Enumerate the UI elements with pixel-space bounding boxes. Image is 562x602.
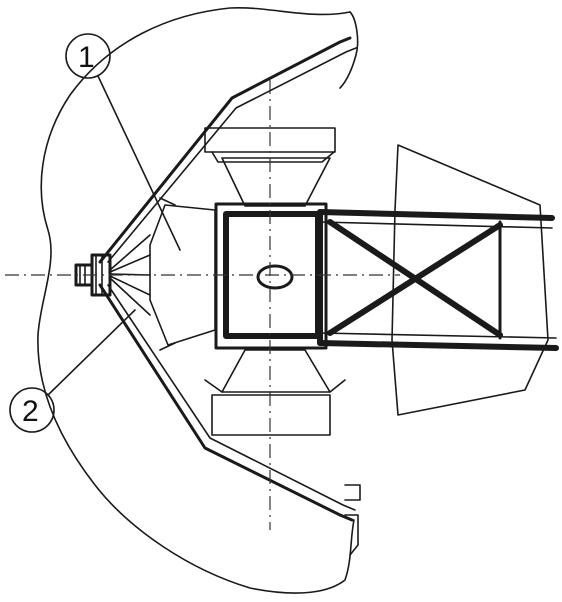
- cone-lining-upper-inner: [107, 47, 357, 263]
- cone-lining-lower: [98, 283, 354, 522]
- lower-flange-lip: [204, 379, 346, 393]
- cone-lining-upper: [98, 36, 352, 264]
- callout-2-leader: [47, 309, 136, 396]
- outer-boundary: [37, 7, 355, 594]
- bottom-right-detail: [344, 484, 361, 556]
- truss-top-chord: [317, 209, 555, 221]
- lower-screen: [221, 349, 331, 393]
- callout-2-circle: [9, 387, 55, 433]
- bolt: [74, 263, 94, 287]
- cone-lining-lower-inner: [107, 284, 356, 511]
- left-screen: [149, 204, 216, 346]
- right-boundary-top: [339, 11, 359, 89]
- upper-screen: [221, 157, 331, 207]
- upper-flange-lip: [211, 151, 335, 163]
- truss-top-chord-inner: [319, 221, 553, 229]
- lower-flange: [211, 394, 331, 436]
- callout-1-circle: [65, 33, 111, 79]
- central-port: [256, 264, 294, 290]
- truss-bottom-chord-inner: [319, 332, 557, 339]
- callout-2-label: 2: [22, 395, 39, 428]
- truss-diagonal-2: [327, 222, 503, 336]
- callout-1-label: 1: [78, 41, 95, 74]
- truss-bottom-chord: [317, 340, 559, 351]
- central-box-outer: [214, 202, 328, 350]
- callout-1-leader: [97, 75, 181, 251]
- left-screen-frame: [159, 197, 176, 351]
